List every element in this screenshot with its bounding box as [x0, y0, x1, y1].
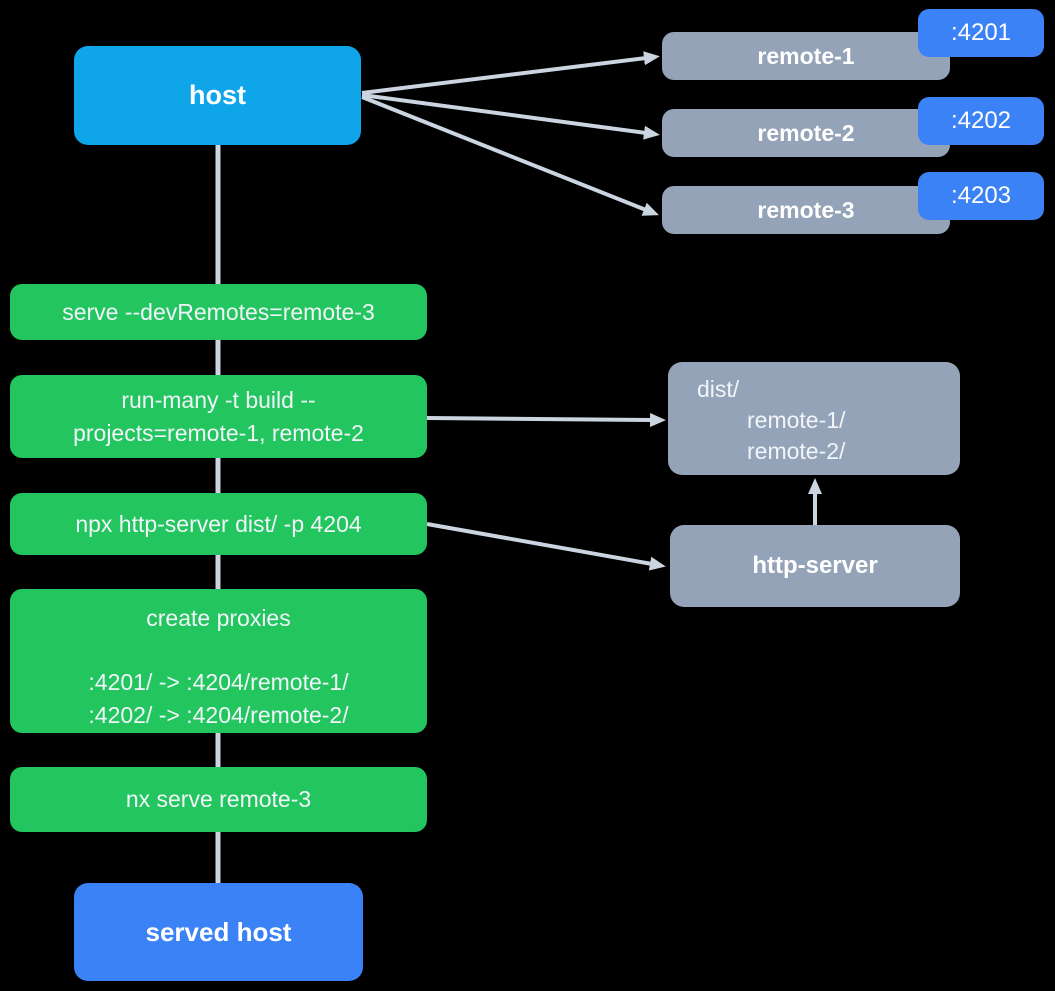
arrow-host-to-remote-1	[361, 51, 660, 95]
arrow-build-to-dist	[426, 412, 666, 427]
step-nx-serve-remote-3-text: nx serve remote-3	[125, 786, 312, 812]
step-serve-dev-remotes: serve --devRemotes=remote-3	[10, 284, 427, 340]
proxy-mapping-4201: :4201/ -> :4204/remote-1/	[88, 669, 349, 695]
host-node: host	[74, 46, 361, 145]
remote-3-node: remote-3	[662, 186, 950, 234]
arrow-npx-to-http-server	[426, 522, 666, 571]
step-create-proxies: create proxies :4201/ -> :4204/remote-1/…	[10, 589, 427, 733]
port-badge-4202: :4202	[918, 97, 1044, 145]
proxy-mappings: :4201/ -> :4204/remote-1/ :4202/ -> :420…	[88, 666, 348, 732]
step-run-many-build-line-2: projects=remote-1, remote-2	[73, 419, 364, 446]
host-label: host	[189, 80, 246, 110]
remote-3-label: remote-3	[757, 196, 855, 223]
arrow-host-to-remote-3	[361, 95, 660, 216]
step-npx-http-server: npx http-server dist/ -p 4204	[10, 493, 427, 555]
dist-folder-node: dist/ remote-1/ remote-2/	[668, 362, 960, 475]
port-badge-4201: :4201	[918, 9, 1044, 57]
remote-2-label: remote-2	[757, 119, 855, 146]
remote-1-label: remote-1	[757, 42, 855, 69]
port-4203-label: :4203	[950, 182, 1012, 209]
step-nx-serve-remote-3: nx serve remote-3	[10, 767, 427, 832]
step-run-many-build-line-1: run-many -t build --	[121, 386, 316, 413]
step-npx-http-server-text: npx http-server dist/ -p 4204	[75, 510, 362, 537]
served-host-label: served host	[145, 916, 292, 947]
step-create-proxies-title: create proxies	[146, 605, 291, 631]
port-badge-4203: :4203	[918, 172, 1044, 220]
remote-2-node: remote-2	[662, 109, 950, 157]
dist-remote-1-entry: remote-1/	[747, 407, 846, 433]
remote-1-node: remote-1	[662, 32, 950, 80]
dist-remote-2-entry: remote-2/	[747, 438, 846, 464]
arrow-host-to-remote-2	[361, 93, 660, 140]
port-4201-label: :4201	[950, 19, 1012, 46]
port-4202-label: :4202	[950, 107, 1012, 134]
step-serve-dev-remotes-text: serve --devRemotes=remote-3	[62, 298, 375, 325]
http-server-node: http-server	[670, 525, 960, 607]
step-run-many-build: run-many -t build -- projects=remote-1, …	[10, 375, 427, 458]
proxy-mapping-4202: :4202/ -> :4204/remote-2/	[88, 702, 349, 728]
served-host-node: served host	[74, 883, 363, 981]
dist-folder-label: dist/	[697, 376, 740, 402]
http-server-label: http-server	[752, 552, 878, 579]
